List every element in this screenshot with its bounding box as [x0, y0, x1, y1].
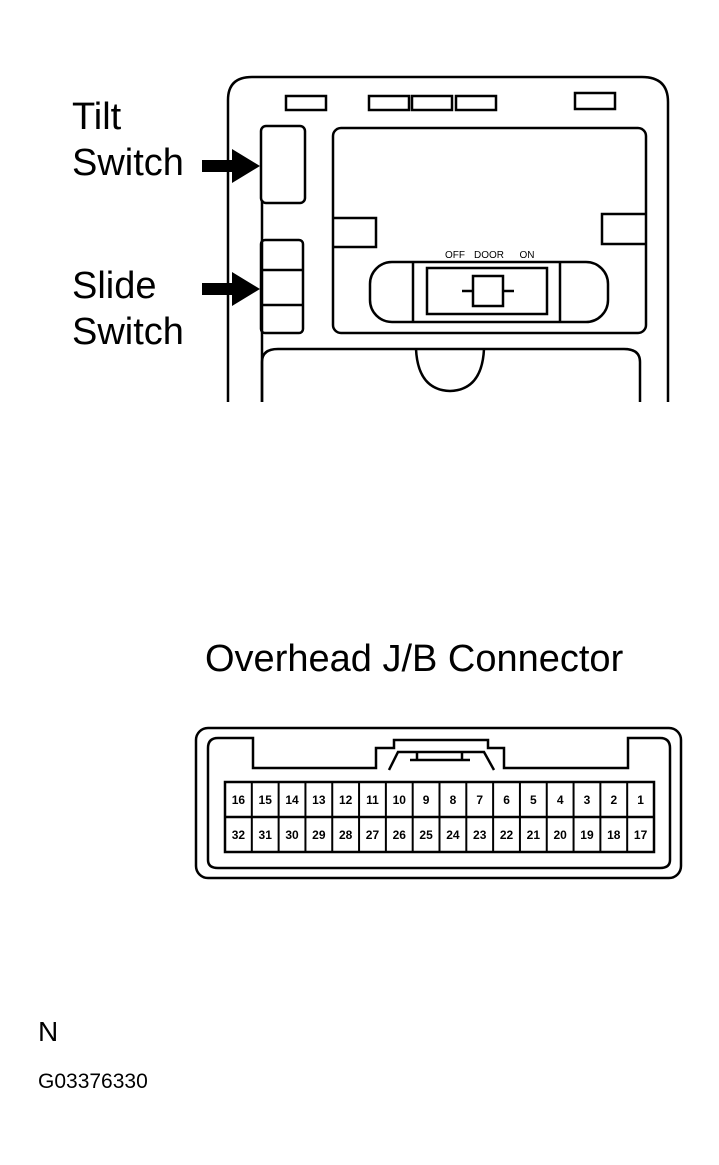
console-slot [573, 91, 617, 111]
console-slot [284, 94, 328, 112]
slide-label-line2: Switch [72, 311, 184, 353]
pin-number: 23 [473, 828, 487, 842]
pin-number: 21 [527, 828, 541, 842]
lens-tab [600, 212, 646, 246]
pin-number: 11 [366, 793, 379, 807]
slide-switch [259, 238, 305, 335]
pin-number: 14 [285, 793, 299, 807]
pin-number: 29 [312, 828, 326, 842]
pin-number: 28 [339, 828, 353, 842]
pin-number: 3 [584, 793, 591, 807]
slide-label-line1: Slide [72, 265, 157, 307]
pin-number: 5 [530, 793, 537, 807]
connector-title: Overhead J/B Connector [205, 638, 624, 680]
slide-arrow-icon [202, 272, 260, 306]
figure-code: G03376330 [38, 1070, 148, 1093]
connector-inner [206, 736, 672, 870]
lens-tab [333, 216, 378, 249]
pin-number: 26 [393, 828, 407, 842]
pin-number: 10 [393, 793, 407, 807]
pin-number: 8 [450, 793, 457, 807]
pin-number: 15 [259, 793, 273, 807]
pin-number: 12 [339, 793, 353, 807]
pin-number: 20 [553, 828, 567, 842]
console-slot [367, 94, 411, 112]
door-switch-slot [425, 266, 549, 316]
tilt-arrow-icon [202, 149, 260, 183]
tilt-switch [259, 124, 307, 205]
pin-number: 9 [423, 793, 430, 807]
pin-number: 30 [285, 828, 299, 842]
pin-number: 32 [232, 828, 246, 842]
pin-number: 19 [580, 828, 594, 842]
lower-compartment [260, 347, 642, 402]
tilt-switch-label: Tilt Switch [72, 94, 184, 186]
door-switch-housing [368, 260, 610, 324]
pin-number: 4 [557, 793, 564, 807]
pin-number: 6 [503, 793, 510, 807]
pin-number: 25 [419, 828, 433, 842]
footer-mark: N [38, 1016, 59, 1047]
slide-switch-label: Slide Switch [72, 263, 184, 355]
pin-number: 17 [634, 828, 648, 842]
pin-number: 13 [312, 793, 326, 807]
lower-bulge [414, 348, 486, 393]
door-switch-knob [471, 274, 505, 308]
connector-latch [387, 750, 496, 771]
pin-number: 22 [500, 828, 514, 842]
pin-number: 24 [446, 828, 460, 842]
lamp-lens [331, 126, 648, 335]
pin-number: 18 [607, 828, 621, 842]
console-slot [410, 94, 454, 112]
pin-number: 16 [232, 793, 246, 807]
switch-position-label: ON [520, 250, 535, 261]
tilt-label-line2: Switch [72, 142, 184, 184]
pin-number: 2 [610, 793, 617, 807]
console-slot [454, 94, 498, 112]
pin-number: 27 [366, 828, 380, 842]
pin-number: 31 [259, 828, 273, 842]
pin-number: 7 [476, 793, 483, 807]
tilt-label-line1: Tilt [72, 96, 122, 138]
connector-body [194, 726, 683, 880]
pin-number: 1 [637, 793, 644, 807]
console-outline [226, 75, 670, 402]
switch-position-label: OFF [445, 250, 465, 261]
switch-position-label: DOOR [474, 250, 504, 261]
